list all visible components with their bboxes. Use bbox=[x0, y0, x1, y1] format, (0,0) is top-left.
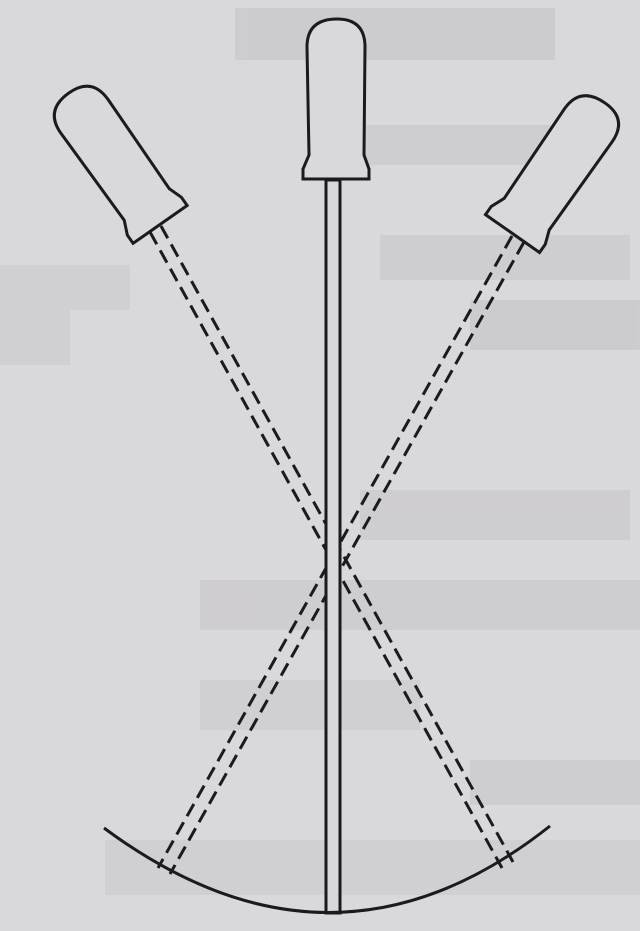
base-arc bbox=[103, 824, 551, 914]
show-through-text bbox=[0, 8, 640, 895]
center-handle bbox=[301, 17, 371, 181]
left-handle bbox=[39, 72, 189, 245]
center-shaft bbox=[324, 178, 342, 915]
right-handle bbox=[483, 82, 633, 254]
